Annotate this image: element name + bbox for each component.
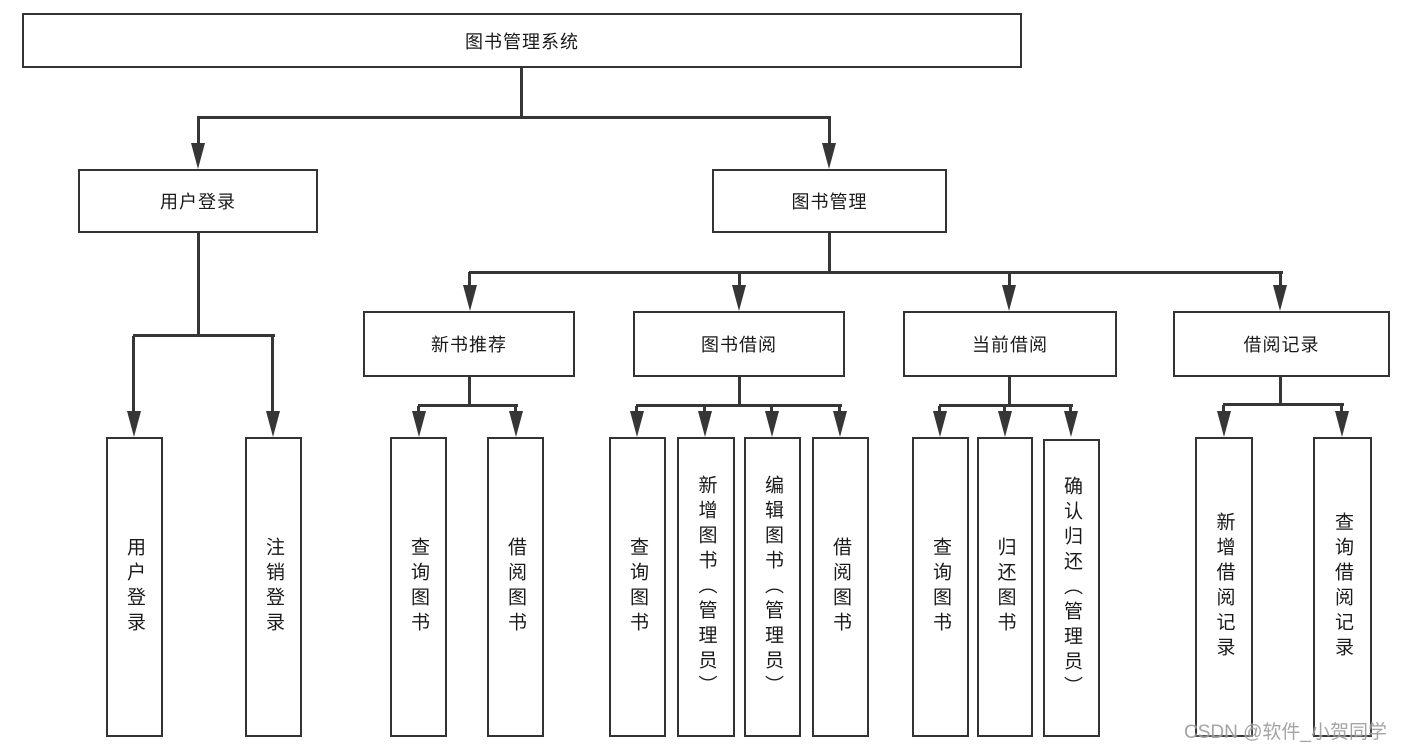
- watermark-text: CSDN @软件_小贺同学: [1184, 722, 1387, 743]
- leaf-current-confirm-return-admin-label: 确认归还（管理员）: [1061, 475, 1082, 701]
- leaf-borrow-edit-book-admin-label: 编辑图书（管理员）: [762, 474, 783, 700]
- node-book-management-label: 图书管理: [791, 192, 868, 212]
- connector-line: [1279, 377, 1282, 406]
- connector-line: [738, 377, 741, 406]
- leaf-borrow-add-book-admin: 新增图书（管理员）: [677, 437, 735, 737]
- connector-line: [197, 233, 200, 337]
- arrow-down-icon: [1002, 285, 1016, 311]
- connector-line: [1279, 272, 1282, 287]
- connector-line: [838, 406, 841, 415]
- leaf-borrow-borrow-book: 借阅图书: [812, 437, 869, 737]
- leaf-newrec-query-book-label: 查询图书: [408, 537, 429, 637]
- connector-line: [469, 271, 1283, 274]
- connector-line: [468, 272, 471, 287]
- arrow-down-icon: [266, 411, 280, 437]
- node-book-borrow-label: 图书借阅: [701, 335, 777, 355]
- connector-line: [1003, 406, 1006, 415]
- arrow-down-icon: [1064, 411, 1078, 437]
- connector-line: [1222, 405, 1225, 415]
- connector-line: [1340, 405, 1343, 415]
- node-current-borrow: 当前借阅: [903, 311, 1117, 377]
- node-new-book-recommend-label: 新书推荐: [431, 335, 507, 355]
- connector-line: [1223, 403, 1344, 406]
- arrow-down-icon: [998, 411, 1012, 437]
- arrow-down-icon: [698, 411, 712, 437]
- leaf-record-query-record-label: 查询借阅记录: [1332, 512, 1353, 662]
- connector-line: [770, 406, 773, 415]
- node-book-management: 图书管理: [712, 169, 947, 233]
- connector-line: [197, 116, 831, 119]
- node-user-login-label: 用户登录: [160, 192, 236, 212]
- connector-line: [132, 336, 135, 414]
- leaf-current-return-book: 归还图书: [977, 437, 1033, 737]
- leaf-user-login-label: 用户登录: [124, 537, 145, 637]
- connector-line: [417, 406, 420, 415]
- node-new-book-recommend: 新书推荐: [363, 311, 575, 377]
- leaf-user-login: 用户登录: [106, 437, 163, 737]
- connector-line: [520, 68, 523, 118]
- leaf-borrow-query-book: 查询图书: [609, 437, 666, 737]
- node-root: 图书管理系统: [22, 13, 1022, 68]
- arrow-down-icon: [412, 411, 426, 437]
- leaf-borrow-add-book-admin-label: 新增图书（管理员）: [695, 474, 717, 700]
- connector-line: [468, 377, 471, 406]
- arrow-down-icon: [1335, 411, 1349, 437]
- connector-line: [1008, 272, 1011, 287]
- leaf-borrow-query-book-label: 查询图书: [627, 537, 648, 637]
- node-book-borrow: 图书借阅: [633, 311, 845, 377]
- arrow-down-icon: [822, 143, 836, 169]
- node-borrow-record: 借阅记录: [1173, 311, 1390, 377]
- leaf-logout-label: 注销登录: [263, 537, 284, 637]
- connector-line: [1069, 406, 1072, 415]
- connector-line: [703, 406, 706, 415]
- connector-line: [197, 117, 200, 145]
- connector-line: [828, 117, 831, 145]
- node-current-borrow-label: 当前借阅: [972, 335, 1048, 355]
- connector-line: [636, 404, 842, 407]
- connector-line: [738, 272, 741, 287]
- node-root-label: 图书管理系统: [465, 31, 579, 52]
- leaf-newrec-borrow-book: 借阅图书: [487, 437, 544, 737]
- arrow-down-icon: [765, 411, 779, 437]
- arrow-down-icon: [1273, 285, 1287, 311]
- arrow-down-icon: [732, 285, 746, 311]
- arrow-down-icon: [127, 411, 141, 437]
- leaf-current-return-book-label: 归还图书: [994, 537, 1016, 637]
- leaf-borrow-borrow-book-label: 借阅图书: [830, 537, 851, 637]
- connector-line: [271, 336, 274, 414]
- leaf-borrow-edit-book-admin: 编辑图书（管理员）: [744, 437, 801, 737]
- leaf-logout: 注销登录: [245, 437, 302, 737]
- connector-line: [939, 404, 1073, 407]
- arrow-down-icon: [1217, 411, 1231, 437]
- node-borrow-record-label: 借阅记录: [1243, 335, 1320, 355]
- node-user-login: 用户登录: [78, 169, 318, 233]
- connector-line: [514, 406, 517, 415]
- connector-line: [133, 334, 275, 337]
- leaf-newrec-query-book: 查询图书: [390, 437, 447, 737]
- leaf-current-confirm-return-admin: 确认归还（管理员）: [1043, 439, 1100, 737]
- arrow-down-icon: [933, 411, 947, 437]
- leaf-newrec-borrow-book-label: 借阅图书: [505, 537, 526, 637]
- arrow-down-icon: [630, 411, 644, 437]
- leaf-current-query-book-label: 查询图书: [930, 537, 951, 637]
- leaf-current-query-book: 查询图书: [912, 437, 969, 737]
- connector-line: [635, 406, 638, 415]
- arrow-down-icon: [463, 285, 477, 311]
- leaf-record-query-record: 查询借阅记录: [1313, 437, 1372, 737]
- arrow-down-icon: [833, 411, 847, 437]
- leaf-record-add-record: 新增借阅记录: [1195, 437, 1253, 737]
- connector-line: [828, 233, 831, 274]
- leaf-record-add-record-label: 新增借阅记录: [1213, 512, 1235, 662]
- arrow-down-icon: [191, 143, 205, 169]
- connector-line: [418, 404, 518, 407]
- connector-line: [1008, 377, 1011, 406]
- connector-line: [938, 406, 941, 415]
- arrow-down-icon: [509, 411, 523, 437]
